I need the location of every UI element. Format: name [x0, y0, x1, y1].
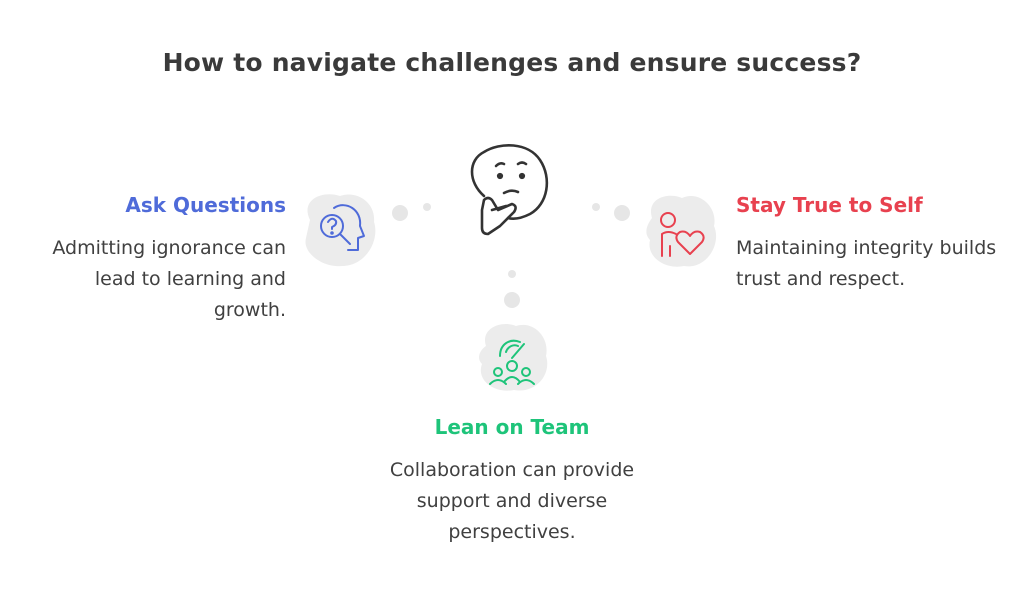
- node-description-ask-questions: Admitting ignorance can lead to learning…: [52, 237, 286, 321]
- node-description-stay-true-to-self: Maintaining integrity builds trust and r…: [736, 237, 997, 290]
- person-heart-icon: [660, 212, 705, 257]
- connector-dots: [392, 203, 630, 308]
- connector-dot: [392, 205, 408, 221]
- page-title: How to navigate challenges and ensure su…: [162, 48, 862, 77]
- connector-dot: [423, 203, 431, 211]
- node-heading-stay-true-to-self: Stay True to Self: [736, 193, 923, 217]
- connector-dot: [592, 203, 600, 211]
- thinking-face-icon: [470, 143, 549, 236]
- node-heading-ask-questions: Ask Questions: [125, 193, 286, 217]
- node-heading-lean-on-team: Lean on Team: [434, 415, 590, 439]
- question-head-icon: [320, 204, 365, 251]
- team-icon: [489, 339, 535, 385]
- connector-dot: [504, 292, 520, 308]
- connector-dot: [508, 270, 516, 278]
- node-description-lean-on-team: Collaboration can provide support and di…: [389, 459, 635, 543]
- connector-dot: [614, 205, 630, 221]
